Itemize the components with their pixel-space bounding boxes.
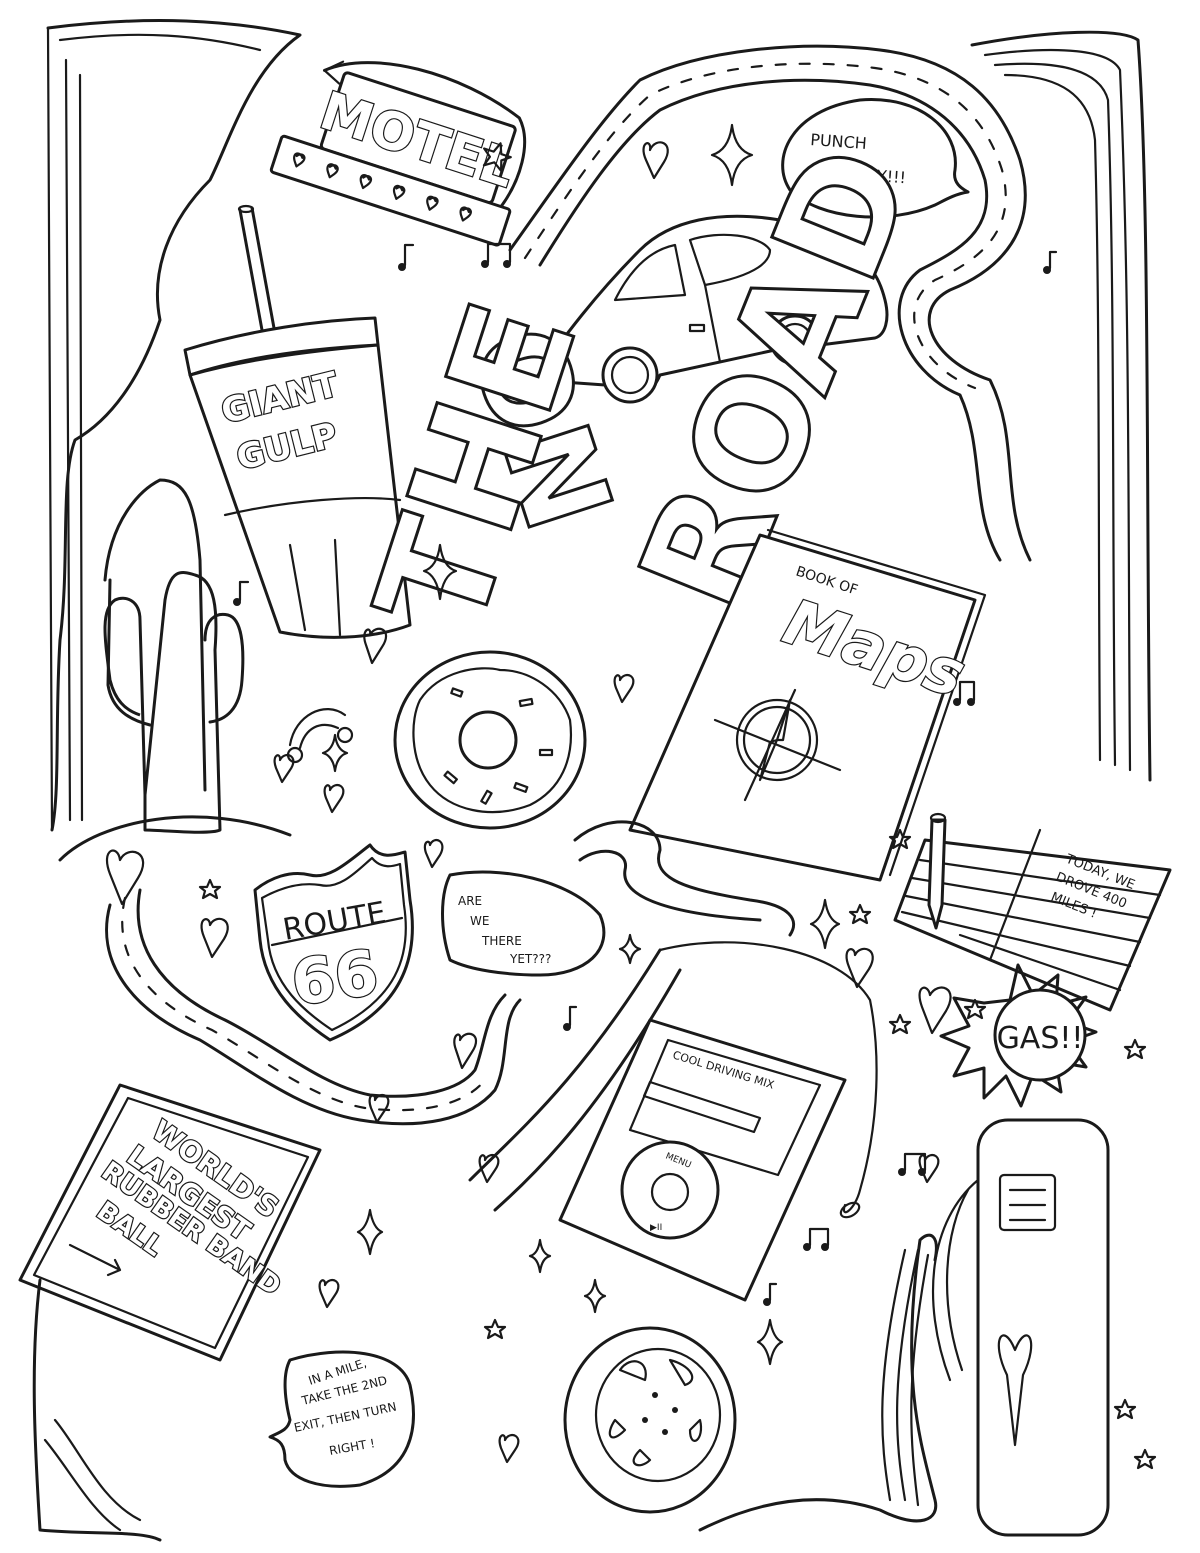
bottom-left-map	[32, 1278, 162, 1542]
hose	[931, 1178, 980, 1382]
motel-hearts	[293, 152, 472, 222]
donut-icon	[393, 650, 587, 830]
are-we-line4: YET???	[509, 952, 551, 966]
directions-line4: RIGHT !	[328, 1436, 376, 1458]
pencil-icon	[927, 812, 947, 930]
speech-bubble-are-we-there: ARE WE THERE YET???	[441, 870, 606, 977]
star-icon	[482, 142, 512, 172]
middle-road	[573, 820, 796, 937]
left-map-ribbon	[46, 19, 302, 832]
cactus-icon	[58, 478, 292, 862]
tire-icon	[563, 1326, 737, 1514]
billboard-sign: WORLD'S LARGEST RUBBER BAND BALL	[18, 1083, 322, 1362]
bottom-right-map	[698, 1233, 938, 1532]
punch-buggy-line1: PUNCH	[810, 130, 868, 153]
arrow-icon	[68, 1243, 122, 1277]
are-we-line1: ARE	[458, 894, 482, 908]
ipod-icon: COOL DRIVING MIX MENU ▶II	[468, 941, 878, 1302]
giant-gulp-cup: GIANT GULP	[183, 204, 412, 639]
book-of-maps: BOOK OF Maps	[628, 528, 987, 882]
compass-icon	[713, 688, 842, 802]
motel-sign: MOTEL	[269, 60, 527, 247]
route-sign-number: 66	[287, 936, 383, 1020]
are-we-line2: WE	[470, 914, 489, 928]
gas-pump-icon: GAS!!	[931, 963, 1110, 1537]
speech-bubble-directions: IN A MILE, TAKE THE 2ND EXIT, THEN TURN …	[268, 1350, 415, 1488]
sparkle-icons	[321, 123, 841, 1366]
speech-bubble-punch-buggy: PUNCH BUGGY!!!	[781, 98, 970, 219]
star-icons	[198, 828, 1157, 1470]
lower-left-road	[105, 888, 522, 1126]
earbuds-icon	[658, 941, 878, 1214]
route-66-sign: ROUTE 66	[253, 843, 414, 1042]
notebook-icon: TODAY, WE DROVE 400 MILES !	[893, 828, 1172, 1012]
heart-icons	[105, 141, 952, 1464]
car-icon	[533, 214, 889, 404]
ipod-play-label: ▶II	[650, 1223, 662, 1233]
gas-sign-text: GAS!!	[997, 1021, 1084, 1056]
are-we-line3: THERE	[481, 934, 522, 948]
right-map-ribbon	[970, 30, 1152, 782]
top-winding-road	[508, 44, 1032, 562]
music-note-icons	[233, 242, 1058, 1306]
